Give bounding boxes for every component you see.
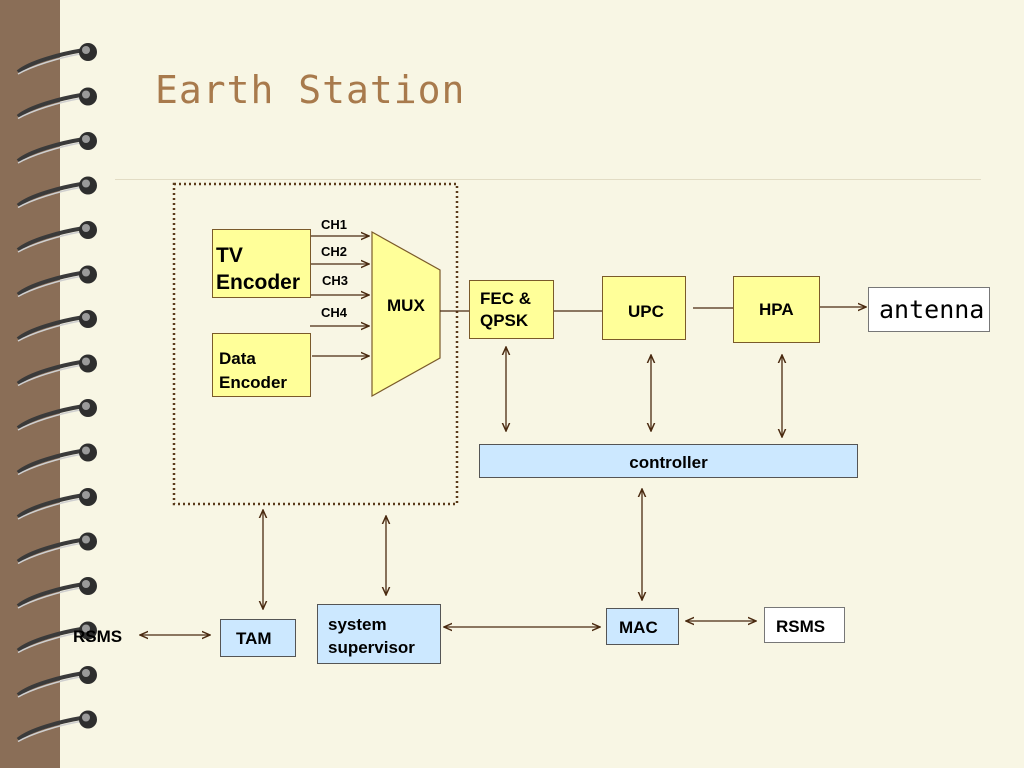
spiral-binding-icon <box>16 43 97 743</box>
spiral-ring <box>16 132 97 164</box>
fec-qpsk-box: FEC & QPSK <box>469 280 554 339</box>
tv-encoder-box: TV Encoder <box>212 229 311 298</box>
spiral-ring <box>16 221 97 253</box>
data-encoder-box: Data Encoder <box>212 333 311 397</box>
tam-box: TAM <box>220 619 296 657</box>
slide-title: Earth Station <box>155 68 466 112</box>
spiral-ring <box>16 443 97 476</box>
spiral-ring <box>16 87 97 120</box>
spiral-ring <box>16 354 97 387</box>
encoder-group-frame <box>172 182 459 506</box>
rsms-right-box: RSMS <box>764 607 845 643</box>
mac-label: MAC <box>619 618 658 637</box>
spiral-ring <box>16 310 97 342</box>
upc-label: UPC <box>628 302 664 321</box>
antenna-box: antenna <box>868 287 990 332</box>
ch1-label: CH1 <box>321 217 348 232</box>
mac-box: MAC <box>606 608 679 645</box>
spiral-ring <box>16 532 97 565</box>
data-encoder-label: Data Encoder <box>219 349 288 392</box>
fec-qpsk-label: FEC & QPSK <box>480 289 531 330</box>
spiral-ring <box>16 710 97 743</box>
mux-label: MUX <box>387 296 425 315</box>
mux-shape <box>371 230 441 398</box>
spiral-ring <box>16 43 97 75</box>
rsms-left-label: RSMS <box>73 627 123 646</box>
tam-label: TAM <box>236 629 272 648</box>
spiral-ring <box>16 666 97 698</box>
controller-label: controller <box>629 453 708 472</box>
hpa-box: HPA <box>733 276 820 343</box>
hpa-label: HPA <box>759 300 794 319</box>
spiral-ring <box>16 488 97 520</box>
spiral-ring <box>16 577 97 609</box>
antenna-label: antenna <box>879 295 985 324</box>
spiral-ring <box>16 621 97 654</box>
spiral-ring <box>16 399 97 431</box>
title-divider <box>115 179 981 180</box>
system-supervisor-box: system supervisor <box>317 604 441 664</box>
tv-encoder-label: TV Encoder <box>216 244 301 294</box>
spiral-ring <box>16 265 97 298</box>
ch2-label: CH2 <box>321 244 348 259</box>
spiral-ring <box>16 176 97 209</box>
rsms-right-label: RSMS <box>776 617 826 636</box>
upc-box: UPC <box>602 276 686 340</box>
ch3-label: CH3 <box>322 273 349 288</box>
system-supervisor-label: system supervisor <box>328 615 415 657</box>
controller-box: controller <box>479 444 858 478</box>
ch4-label: CH4 <box>321 305 348 320</box>
